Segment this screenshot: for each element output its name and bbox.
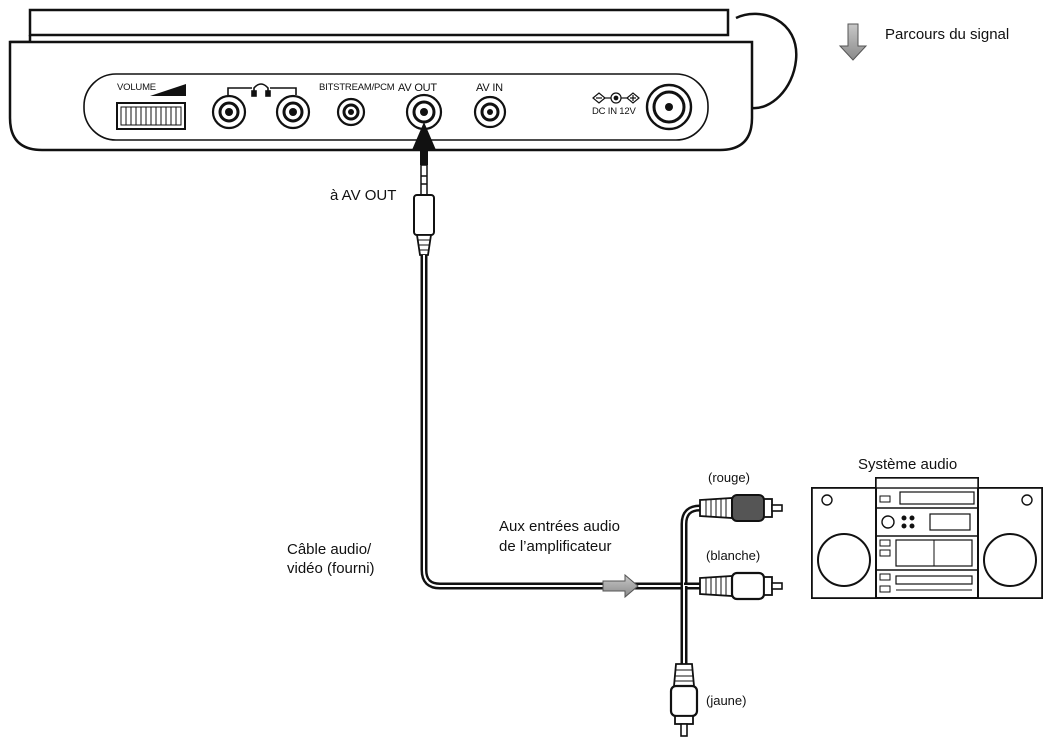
signal-direction-icon — [838, 23, 868, 61]
rca-plug-yellow — [669, 663, 699, 737]
yellow-plug-label: (jaune) — [706, 693, 747, 708]
volume-wheel[interactable] — [116, 84, 186, 130]
audio-system-label: Système audio — [858, 456, 958, 473]
to-av-out-label: à AV OUT — [330, 187, 397, 204]
headphone-jack-2[interactable] — [275, 94, 311, 130]
bitstream-jack[interactable] — [336, 97, 366, 127]
dc-polarity-icon — [592, 92, 640, 104]
cable-label-line1: Câble audio/ — [287, 541, 372, 558]
legend-label: Parcours du signal — [885, 26, 1010, 43]
av-in-label: AV IN — [476, 82, 503, 94]
dc-in-jack[interactable] — [645, 83, 693, 131]
signal-arrow-icon — [602, 573, 639, 599]
av-in-jack[interactable] — [473, 95, 507, 129]
cable-label-line2: vidéo (fourni) — [287, 560, 375, 577]
headphone-jack-1[interactable] — [211, 94, 247, 130]
bitstream-label: BITSTREAM/PCM — [319, 82, 395, 93]
av-cable — [420, 255, 708, 668]
white-plug-label: (blanche) — [706, 548, 761, 563]
dc-in-label: DC IN 12V — [592, 106, 636, 117]
rca-plug-white — [699, 571, 783, 601]
headphone-icon — [227, 83, 297, 97]
volume-label: VOLUME — [117, 82, 156, 93]
red-plug-label: (rouge) — [708, 470, 750, 485]
av-out-jack[interactable] — [405, 93, 443, 131]
amp-label-line2: de l’amplificateur — [499, 538, 612, 555]
av-out-label: AV OUT — [398, 82, 437, 94]
amp-label-line1: Aux entrées audio — [499, 518, 620, 535]
rca-plug-red — [699, 494, 783, 522]
mini-plug — [412, 122, 436, 256]
audio-system-illustration — [811, 477, 1043, 599]
